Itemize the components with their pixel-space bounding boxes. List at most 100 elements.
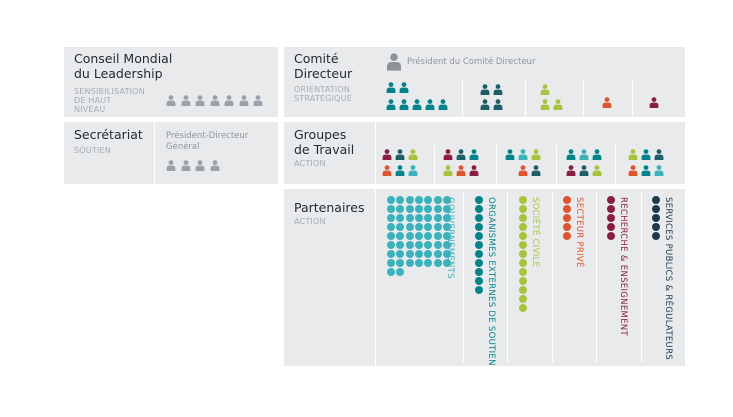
person-icon: [456, 149, 466, 160]
person-icon: [641, 165, 651, 176]
partner-dot: [652, 196, 660, 204]
person-icon: [553, 99, 563, 110]
partner-dot: [652, 214, 660, 222]
partner-dot: [424, 214, 433, 222]
person-icon: [443, 149, 453, 160]
partner-dot: [652, 205, 660, 213]
committee-president-label: Président du Comité Directeur: [407, 57, 536, 67]
committee-title: Comité Directeur: [294, 51, 353, 81]
partner-dot: [519, 277, 527, 285]
partner-dot: [607, 223, 615, 231]
partner-dot: [475, 223, 483, 231]
partner-dot: [396, 241, 405, 249]
secretariat-title: Secrétariat: [74, 127, 143, 142]
partner-dot: [563, 205, 571, 213]
person-icon: [181, 95, 190, 106]
partners-divider-0: [375, 189, 376, 366]
partners-title: Partenaires: [294, 200, 365, 215]
partner-dot: [396, 205, 405, 213]
partner-dot: [405, 196, 414, 204]
partner-dot: [433, 214, 442, 222]
partner-dot: [442, 196, 451, 204]
partner-dot: [433, 223, 442, 231]
partner-dot: [396, 259, 405, 267]
partner-dot: [475, 241, 483, 249]
partner-dot: [519, 241, 527, 249]
partner-dot: [424, 250, 433, 258]
person-icon: [469, 149, 479, 160]
partner-dot: [387, 223, 395, 231]
person-icon: [628, 165, 638, 176]
partner-dot: [475, 277, 483, 285]
secretariat-panel: [64, 122, 278, 184]
partner-dot: [475, 196, 483, 204]
partner-dot: [519, 196, 527, 204]
person-icon: [386, 53, 402, 71]
partner-label-gouvernements: GOUVERNEMENTS: [445, 197, 455, 279]
partner-dot: [387, 214, 395, 222]
person-icon: [195, 160, 205, 171]
partner-dot: [424, 205, 433, 213]
partner-dot: [414, 223, 423, 231]
partner-dot: [475, 268, 483, 276]
partner-dot: [519, 205, 527, 213]
partner-dot: [519, 268, 527, 276]
person-icon: [654, 165, 664, 176]
secretariat-subtitle: SOUTIEN: [74, 146, 111, 155]
partner-dot: [396, 232, 405, 240]
partner-dot: [442, 214, 451, 222]
partner-dot: [433, 232, 442, 240]
partner-dot: [396, 223, 405, 231]
person-icon: [443, 165, 453, 176]
partner-label-secteur-prive: SECTEUR PRIVÉ: [574, 197, 584, 268]
partners-divider-4: [596, 192, 597, 362]
person-icon: [166, 95, 176, 106]
committee-divider-2: [525, 79, 526, 117]
secretariat-ceo-label: Président-Directeur Général: [166, 131, 249, 152]
person-icon: [395, 165, 405, 176]
committee-divider-3: [583, 79, 584, 117]
person-icon: [531, 149, 541, 160]
person-icon: [438, 99, 448, 110]
person-icon: [412, 99, 422, 110]
person-icon: [649, 97, 659, 108]
partner-dot: [405, 232, 414, 240]
partner-dot: [433, 250, 442, 258]
partner-dot: [519, 214, 527, 222]
partner-dot: [519, 295, 527, 303]
partner-dot: [405, 214, 414, 222]
partner-dot: [607, 196, 615, 204]
committee-divider-1: [462, 79, 463, 117]
person-icon: [253, 95, 263, 106]
person-icon: [540, 99, 550, 110]
partner-dot: [414, 196, 423, 204]
partner-dot: [387, 205, 395, 213]
partner-dot: [414, 205, 423, 213]
person-icon: [399, 99, 409, 110]
partner-dot: [442, 250, 451, 258]
partner-dot: [433, 196, 442, 204]
person-icon: [654, 149, 664, 160]
partner-dot: [387, 241, 395, 249]
partner-dot: [433, 205, 442, 213]
person-icon: [181, 160, 190, 171]
partner-dot: [652, 232, 660, 240]
person-icon: [592, 149, 602, 160]
person-icon: [579, 149, 589, 160]
person-icon: [382, 149, 392, 160]
workgroups-title: Groupes de Travail: [294, 127, 355, 157]
partner-dot: [475, 205, 483, 213]
partner-dot: [424, 259, 433, 267]
partner-dot: [424, 223, 433, 231]
workgroups-divider-5: [615, 145, 616, 184]
partner-dot: [442, 205, 451, 213]
person-icon: [531, 165, 541, 176]
partner-dot: [442, 259, 451, 267]
partner-dot: [442, 241, 451, 249]
person-icon: [456, 165, 466, 176]
partner-dot: [607, 214, 615, 222]
person-icon: [518, 149, 528, 160]
person-icon: [399, 82, 409, 93]
partner-dot: [414, 259, 423, 267]
person-icon: [505, 149, 515, 160]
